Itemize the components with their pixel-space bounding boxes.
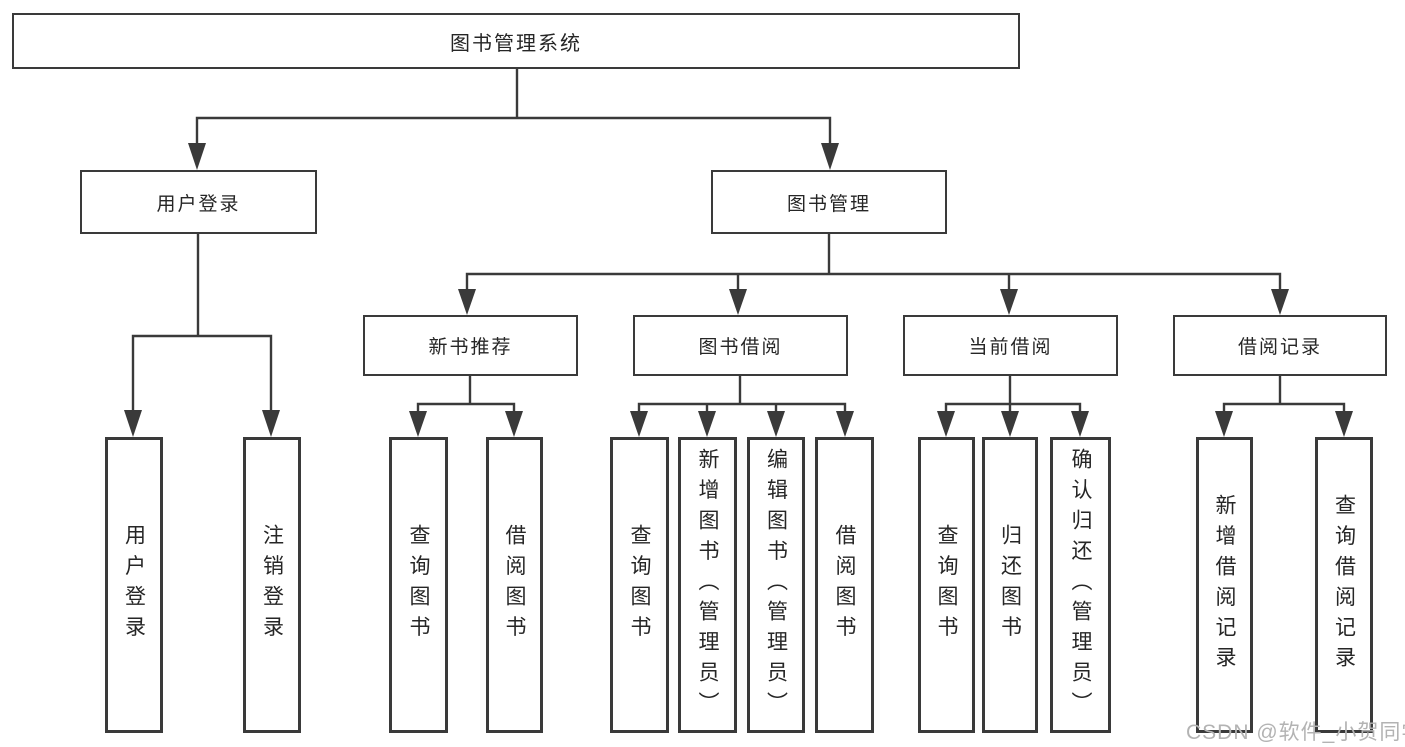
leaf-add-books-admin: 新增图书（管理员） — [678, 437, 737, 733]
node-borrowing-records: 借阅记录 — [1173, 315, 1387, 376]
node-label: 借阅记录 — [1237, 337, 1322, 358]
leaf-borrow-books-newbooks: 借阅图书 — [486, 437, 543, 733]
leaf-add-borrow-record: 新增借阅记录 — [1196, 437, 1253, 733]
node-label: 确认归还（管理员） — [1069, 447, 1092, 723]
leaf-query-books-newbooks: 查询图书 — [389, 437, 448, 733]
node-label: 新书推荐 — [428, 337, 513, 358]
leaf-logout-login: 注销登录 — [243, 437, 301, 733]
node-library-management-system: 图书管理系统 — [12, 13, 1020, 69]
arrowheads — [124, 143, 1353, 437]
leaf-borrow-books: 借阅图书 — [815, 437, 874, 733]
node-current-borrowing: 当前借阅 — [903, 315, 1118, 376]
node-label: 借阅图书 — [833, 524, 856, 646]
leaf-query-borrow-record: 查询借阅记录 — [1315, 437, 1373, 733]
leaf-confirm-return-admin: 确认归还（管理员） — [1050, 437, 1111, 733]
node-label: 新增借阅记录 — [1213, 493, 1236, 677]
node-new-book-recommend: 新书推荐 — [363, 315, 578, 376]
node-label: 新增图书（管理员） — [696, 447, 719, 723]
node-label: 编辑图书（管理员） — [764, 447, 788, 723]
node-label: 当前借阅 — [968, 337, 1053, 358]
node-book-management: 图书管理 — [711, 170, 947, 234]
node-label: 图书管理 — [786, 193, 871, 215]
csdn-watermark: CSDN @软件_小贺同学 — [1186, 721, 1405, 744]
node-label: 查询图书 — [407, 524, 430, 646]
node-label: 借阅图书 — [503, 524, 526, 646]
node-label: 查询图书 — [935, 524, 958, 646]
node-label: 查询图书 — [628, 524, 651, 646]
leaf-edit-books-admin: 编辑图书（管理员） — [747, 437, 805, 733]
node-label: 用户登录 — [122, 524, 146, 646]
node-label: 图书管理系统 — [450, 32, 582, 55]
leaf-user-login: 用户登录 — [105, 437, 163, 733]
node-book-borrowing: 图书借阅 — [633, 315, 848, 376]
node-label: 注销登录 — [260, 524, 284, 646]
node-label: 图书借阅 — [698, 337, 783, 358]
node-label: 查询借阅记录 — [1332, 493, 1356, 677]
leaf-query-books-current: 查询图书 — [918, 437, 975, 733]
node-label: 归还图书 — [998, 524, 1022, 646]
node-user-login: 用户登录 — [80, 170, 317, 234]
leaf-return-books: 归还图书 — [982, 437, 1038, 733]
node-label: 用户登录 — [156, 193, 241, 215]
leaf-query-books-borrowing: 查询图书 — [610, 437, 669, 733]
